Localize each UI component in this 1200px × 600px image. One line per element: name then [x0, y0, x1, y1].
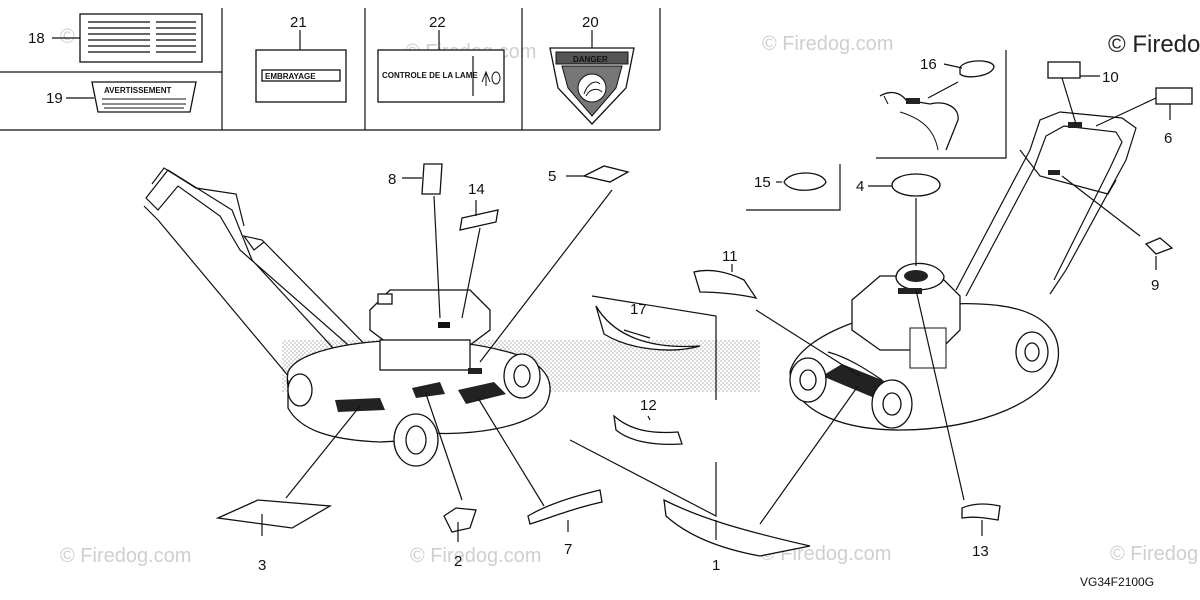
- callout-5: 5: [548, 168, 556, 185]
- callout-21: 21: [290, 14, 307, 31]
- callout-14: 14: [468, 181, 485, 198]
- callout-11: 11: [722, 248, 738, 265]
- part-18-label: [79, 13, 203, 63]
- callout-7: 7: [564, 541, 572, 558]
- callout-3: 3: [258, 557, 266, 574]
- callout-labels: 18 19 21 22 20 8 14 5 3 2 7 1 17 12 11 1…: [28, 14, 1172, 574]
- watermark-top-right: © Firedo: [1108, 31, 1200, 58]
- left-loose-parts: [215, 163, 630, 533]
- controle-lame-text: CONTROLE DE LA LAME: [382, 71, 478, 80]
- watermark-4: © Firedog.com: [60, 545, 191, 567]
- callout-12: 12: [640, 397, 657, 414]
- callout-13: 13: [972, 543, 989, 560]
- callout-16: 16: [920, 56, 937, 73]
- part-22-controle: CONTROLE DE LA LAME: [377, 49, 505, 103]
- callout-9: 9: [1151, 277, 1159, 294]
- watermark-7: © Firedog.com: [1110, 543, 1200, 565]
- callout-1: 1: [712, 557, 720, 574]
- watermark-5: © Firedog.com: [410, 545, 541, 567]
- watermarks: © Firedog.com © Firedog.com © Firedog.co…: [60, 26, 1200, 567]
- diagram-code: VG34F2100G: [1080, 575, 1154, 589]
- callout-22: 22: [429, 14, 446, 31]
- callout-4: 4: [856, 178, 864, 195]
- danger-text: DANGER: [573, 55, 608, 64]
- callout-18: 18: [28, 30, 45, 47]
- callout-10: 10: [1102, 69, 1119, 86]
- right-loose-parts: [746, 50, 1193, 521]
- leader-lines: [261, 63, 1171, 542]
- watermark-3: © Firedog.com: [762, 33, 893, 55]
- embrayage-text: EMBRAYAGE: [265, 72, 316, 81]
- callout-15: 15: [754, 174, 771, 191]
- right-mower: [789, 111, 1137, 431]
- middle-section: [569, 269, 811, 557]
- callout-20: 20: [582, 14, 599, 31]
- left-mower: [143, 167, 551, 467]
- callout-2: 2: [454, 553, 462, 570]
- callouts-top: [52, 30, 593, 99]
- part-20-danger: DANGER: [549, 47, 635, 125]
- avertissement-text: AVERTISSEMENT: [104, 86, 172, 95]
- callout-17: 17: [630, 301, 647, 318]
- callout-6: 6: [1164, 130, 1172, 147]
- callout-8: 8: [388, 171, 396, 188]
- part-19-avertissement: AVERTISSEMENT: [91, 81, 197, 113]
- part-21-embrayage: EMBRAYAGE: [255, 49, 347, 103]
- decal-table: [0, 8, 661, 131]
- callout-19: 19: [46, 90, 63, 107]
